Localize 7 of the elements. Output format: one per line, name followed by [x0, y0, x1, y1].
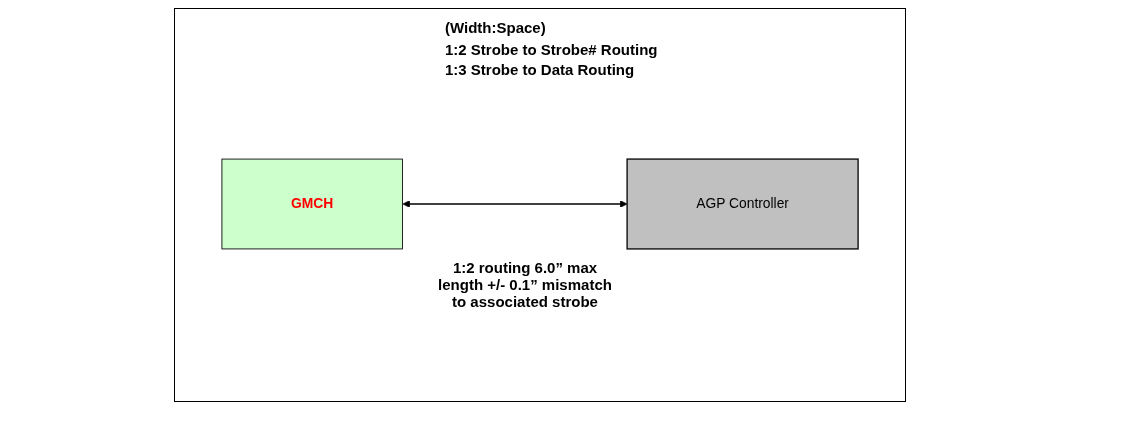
routing-label: 1:3 Strobe to Data Routing	[445, 61, 635, 78]
routing-label: 1:2 Strobe to Strobe# Routing	[445, 41, 658, 58]
routing-label: (Width:Space)	[445, 19, 546, 36]
node-box: GMCH	[221, 158, 403, 250]
node-box: AGP Controller	[626, 158, 859, 250]
routing-note: 1:2 routing 6.0” max length +/- 0.1” mismatch to associated strobe	[437, 259, 613, 310]
arrow	[402, 200, 628, 208]
